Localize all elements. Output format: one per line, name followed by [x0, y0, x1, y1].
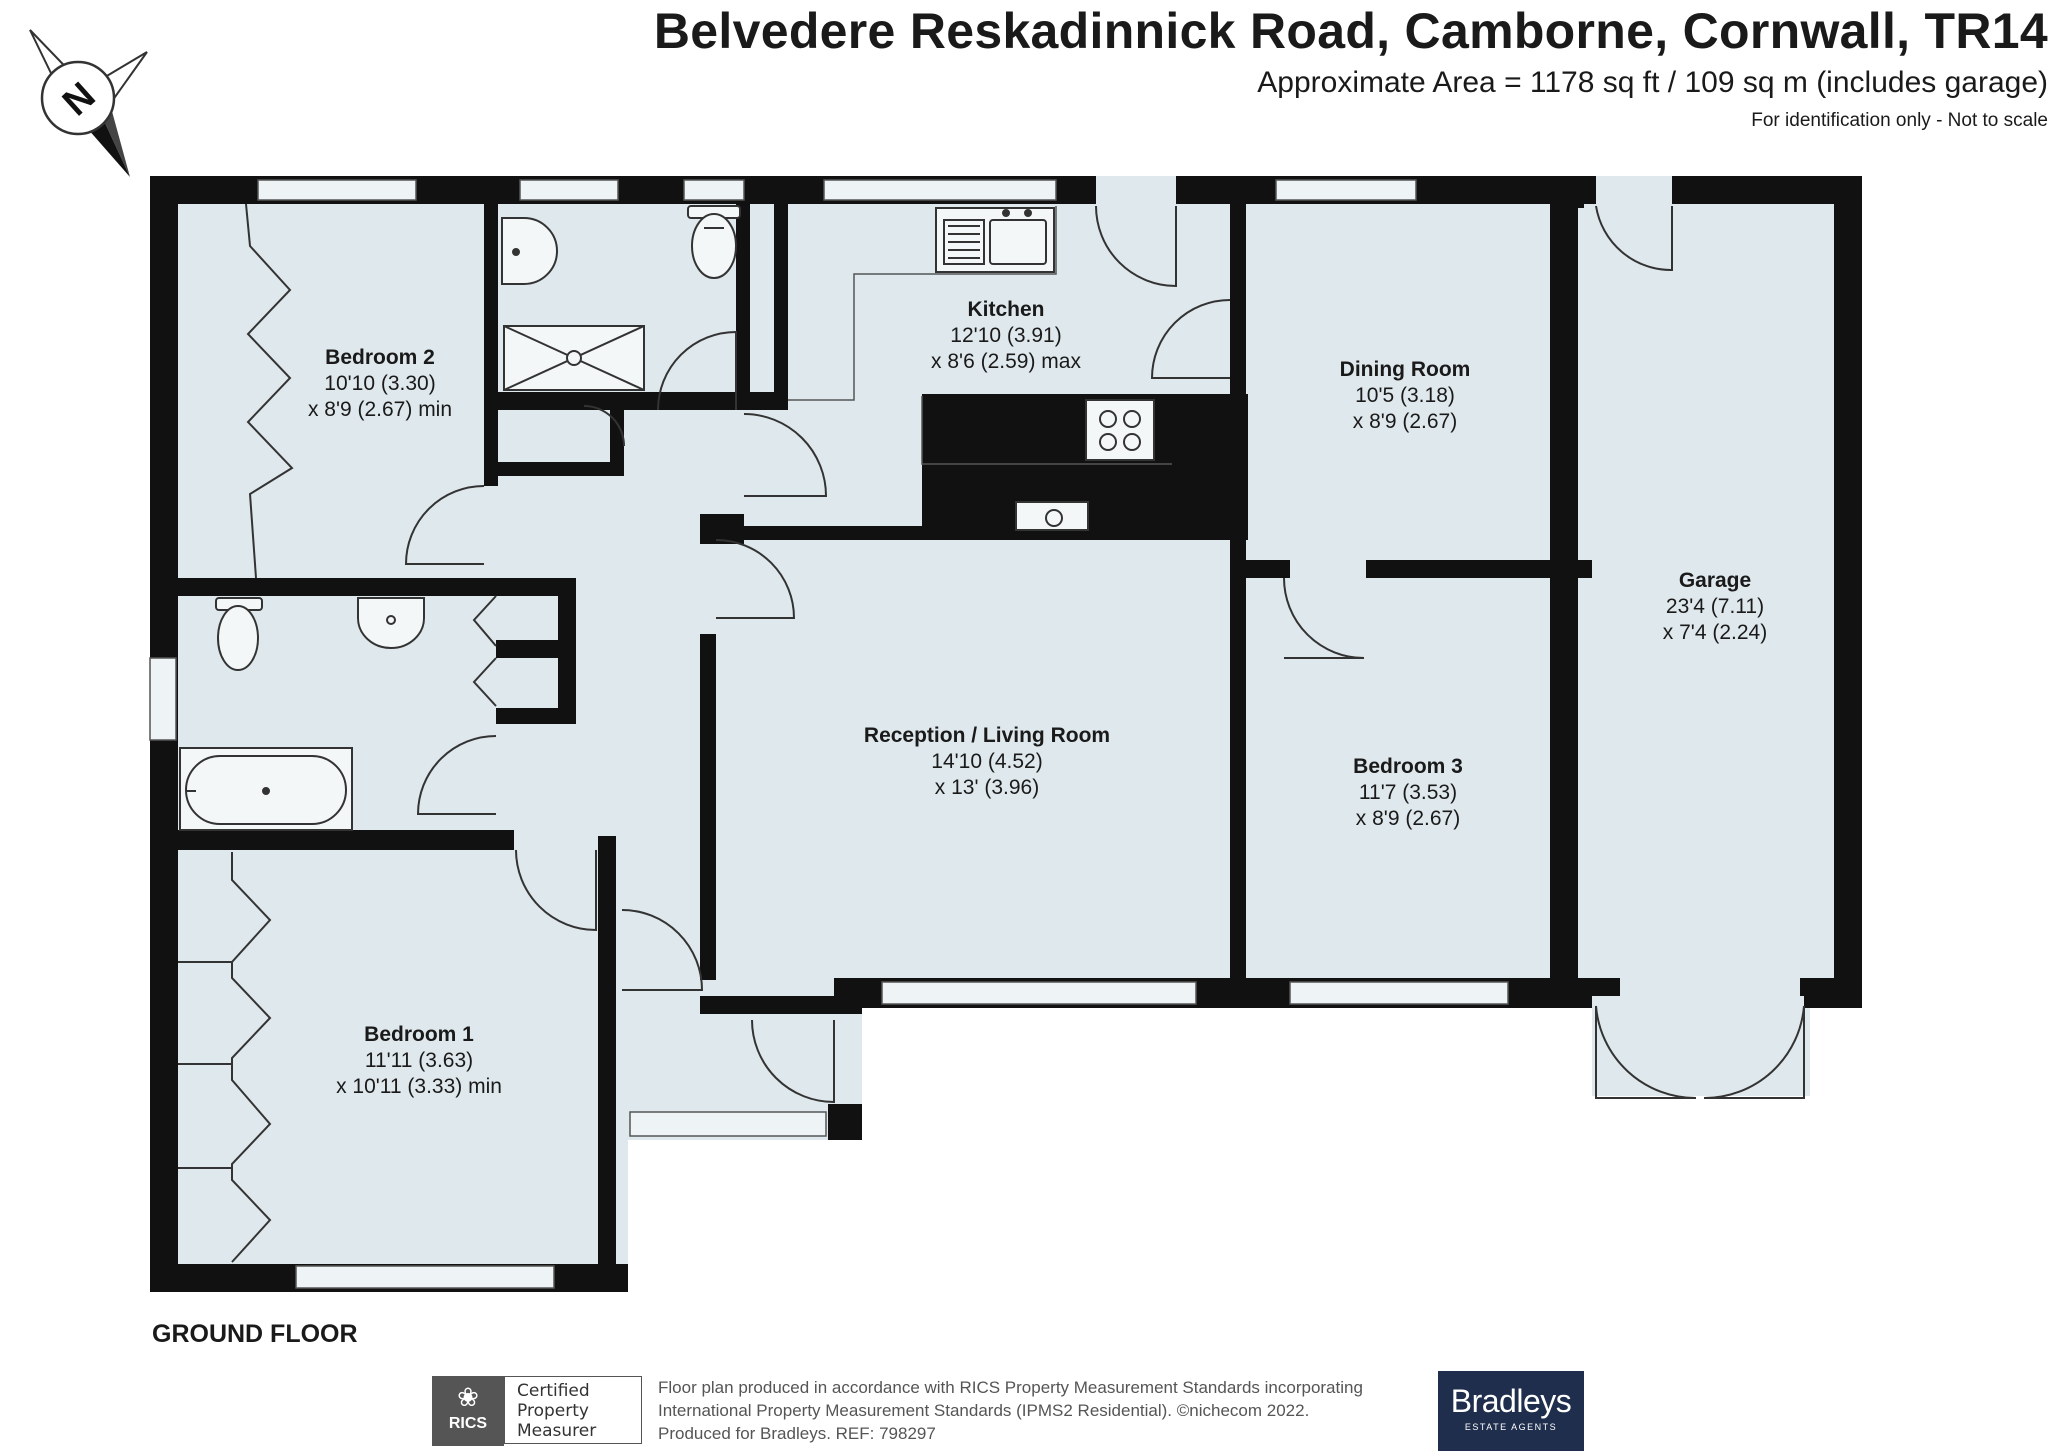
worktops [788, 206, 1172, 465]
rics-emblem-icon: ❀ [457, 1382, 479, 1412]
bath-icon [179, 747, 353, 831]
rics-badge: ❀ RICS Certified Property Measurer [432, 1376, 644, 1446]
shower-icon [503, 325, 645, 391]
room-label-bedroom-1: Bedroom 1 11'11 (3.63) x 10'11 (3.33) mi… [336, 1023, 502, 1098]
door-openings [1096, 176, 1804, 1016]
wardrobes [178, 203, 497, 1263]
floor-label: GROUND FLOOR [152, 1320, 358, 1348]
room-label-bedroom-2: Bedroom 2 10'10 (3.30) x 8'9 (2.67) min [307, 346, 453, 421]
agent-logo: Bradleys ESTATE AGENTS [1438, 1371, 1584, 1451]
property-title: Belvedere Reskadinnick Road, Camborne, C… [653, 3, 2048, 59]
basin-icon [501, 217, 558, 285]
door-swings [404, 205, 1805, 1104]
rics-logo: ❀ RICS [432, 1376, 504, 1446]
room-label-garage: Garage 23'4 (7.11) x 7'4 (2.24) [1662, 569, 1768, 644]
compass-icon: N [29, 29, 148, 177]
windows [149, 179, 1509, 1289]
toilet-icon [687, 205, 741, 279]
fixtures [179, 205, 1155, 831]
room-label-bedroom-3: Bedroom 3 11'7 (3.53) x 8'9 (2.67) [1353, 755, 1463, 830]
production-credit: Floor plan produced in accordance with R… [658, 1378, 1363, 1443]
disclaimer: For identification only - Not to scale [1751, 110, 2048, 131]
room-label-kitchen: Kitchen 12'10 (3.91) x 8'6 (2.59) max [931, 298, 1081, 373]
hob-icon [1085, 399, 1155, 461]
sink-icon [935, 207, 1055, 273]
room-label-reception: Reception / Living Room 14'10 (4.52) x 1… [863, 724, 1111, 799]
certified-measurer: Certified Property Measurer [504, 1376, 642, 1444]
toilet-icon [215, 597, 263, 671]
basin-icon [357, 597, 425, 649]
approximate-area: Approximate Area = 1178 sq ft / 109 sq m… [1257, 66, 2048, 99]
room-label-dining-room: Dining Room 10'5 (3.18) x 8'9 (2.67) [1339, 358, 1471, 433]
